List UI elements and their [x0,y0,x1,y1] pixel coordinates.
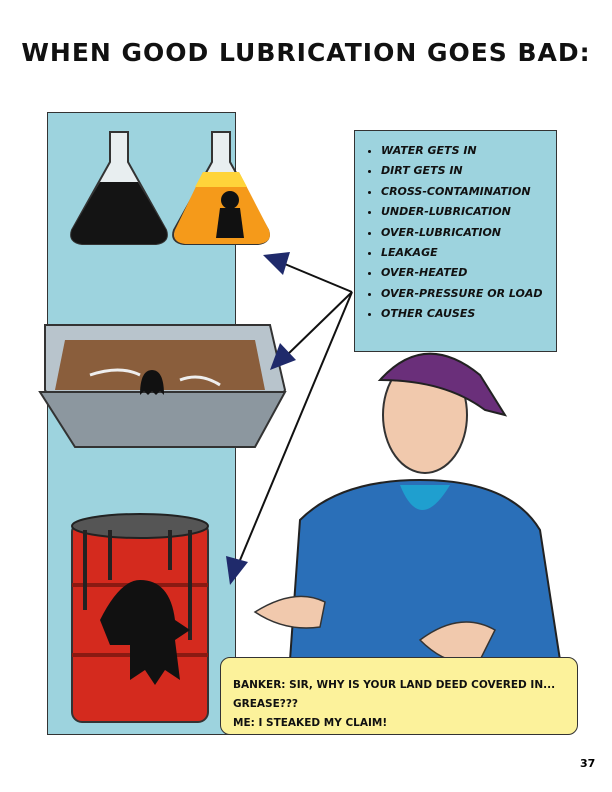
cause-item: OTHER CAUSES [381,304,550,324]
arrow-head-icon [263,252,290,275]
arrow-head-icon [226,556,248,585]
cause-item: CROSS-CONTAMINATION [381,182,550,202]
cause-item: WATER GETS IN [381,141,550,161]
pointer-arrows [237,261,353,566]
page-number: 37 [580,757,596,770]
page-title: WHEN GOOD LUBRICATION GOES BAD: [21,38,591,67]
dark-oil-flask [70,131,168,245]
ghost-icon [100,580,190,685]
cause-item: OVER-PRESSURE OR LOAD [381,284,550,304]
caption-line-banker: BANKER: SIR, WHY IS YOUR LAND DEED COVER… [233,679,556,710]
cause-item: OVER-HEATED [381,263,550,283]
contaminated-tray [38,324,287,448]
contaminated-oil-flask [172,131,270,245]
ghost-icon [140,370,164,395]
red-oil-barrel [71,513,209,723]
causes-list-box: WATER GETS IN DIRT GETS IN CROSS-CONTAMI… [354,130,557,352]
arrow-head-icon [270,343,296,370]
cause-item: DIRT GETS IN [381,161,550,181]
old-worker-figure [253,352,562,664]
cause-item: LEAKAGE [381,243,550,263]
caption-box: BANKER: SIR, WHY IS YOUR LAND DEED COVER… [220,657,578,735]
grim-reaper-icon [221,191,239,209]
cause-item: UNDER-LUBRICATION [381,202,550,222]
cause-item: OVER-LUBRICATION [381,223,550,243]
caption-line-me: ME: I STEAKED MY CLAIM! [233,717,388,729]
